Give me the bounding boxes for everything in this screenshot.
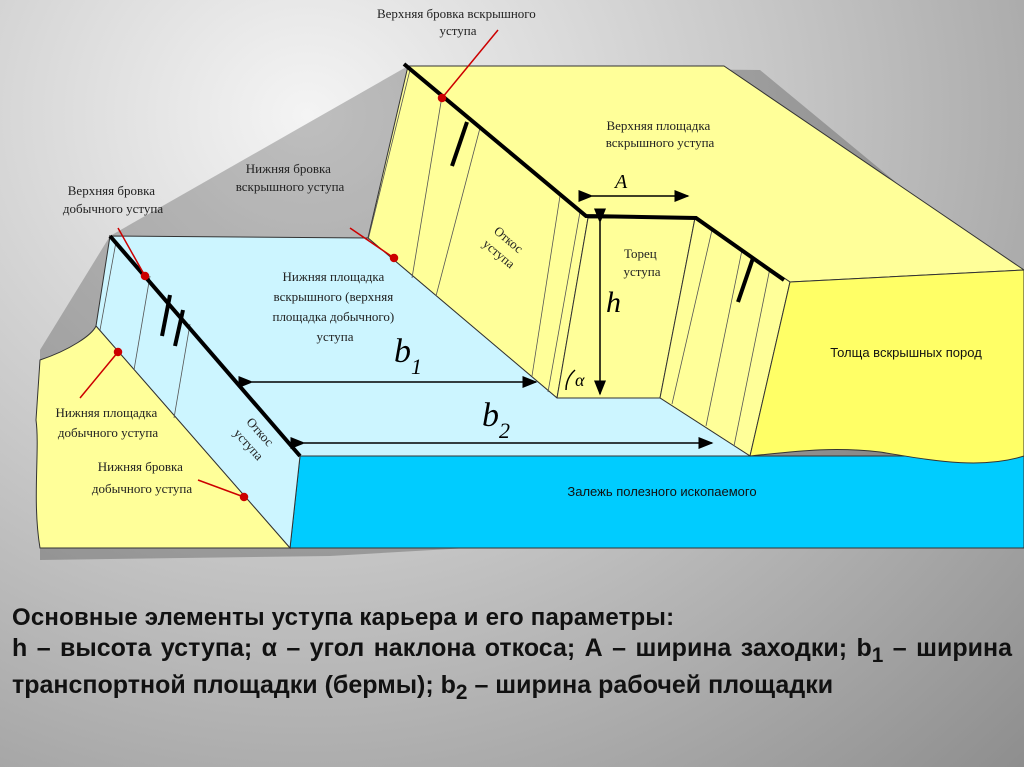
dim-alpha-arc xyxy=(565,369,576,391)
tick-mining-2 xyxy=(173,309,185,347)
deposit-layer xyxy=(289,455,1024,549)
caption: Основные элементы уступа карьера и его п… xyxy=(12,603,1012,706)
label-top-edge-overburden: Верхняя бровка вскрышного уступа xyxy=(377,6,539,38)
caption-part-1: h – высота уступа; α – угол наклона отко… xyxy=(12,634,872,663)
label-top-area-overburden: Верхняя площадка вскрышного уступа xyxy=(606,118,715,150)
pointers xyxy=(79,29,499,502)
caption-title: Основные элементы уступа карьера и его п… xyxy=(12,604,675,631)
caption-sub-1: 1 xyxy=(871,644,884,668)
slope-hatching xyxy=(99,69,771,447)
param-alpha: α xyxy=(575,370,585,390)
label-overburden-thickness: Толща вскрышных пород xyxy=(830,345,982,360)
caption-body: h – высота уступа; α – угол наклона отко… xyxy=(12,633,1012,706)
label-top-edge-mining: Верхняя бровка добычного уступа xyxy=(63,183,163,216)
label-deposit: Залежь полезного ископаемого xyxy=(567,484,756,499)
tick-overburden-left xyxy=(450,121,469,167)
label-bottom-area-mining: Нижняя площадка добычного уступа xyxy=(56,405,161,440)
label-bottom-area-overburden: Нижняя площадка вскрышного (верхняя площ… xyxy=(272,269,397,344)
tick-mining-1 xyxy=(160,294,172,337)
mining-bottom-area xyxy=(35,325,292,549)
overburden-thickness xyxy=(749,269,1024,464)
caption-part-2: – ширина транспортной площадки (бермы); … xyxy=(12,634,1012,699)
caption-sub-2: 2 xyxy=(455,680,468,704)
param-A: A xyxy=(613,171,628,193)
param-b1: b1 xyxy=(394,333,422,379)
param-b2: b2 xyxy=(482,397,510,443)
param-h: h xyxy=(606,286,621,319)
bench-diagram: Верхняя бровка вскрышного уступа Верхняя… xyxy=(35,6,1024,560)
dimension-lines xyxy=(238,190,714,449)
label-bottom-edge-overburden: Нижняя бровка вскрышного уступа xyxy=(236,161,345,194)
overburden-top-edge xyxy=(402,62,786,282)
tick-overburden-right xyxy=(736,257,755,303)
mining-top-edge xyxy=(108,234,302,458)
label-bottom-edge-mining: Нижняя бровка добычного уступа xyxy=(92,459,192,496)
bench-edges xyxy=(108,62,786,458)
caption-part-3: – ширина рабочей площадки xyxy=(467,670,834,699)
label-end-face: Торец уступа xyxy=(623,246,660,279)
